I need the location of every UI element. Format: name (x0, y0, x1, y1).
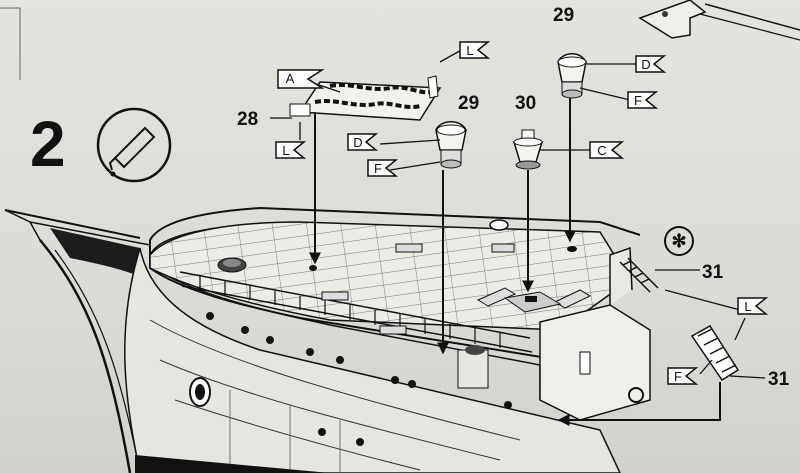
flag-label-c: C (597, 143, 607, 158)
deck-fittings (217, 219, 651, 421)
bollard-part (512, 129, 544, 170)
part-number-31-lower: 31 (768, 369, 790, 390)
previous-step-detail (638, 0, 800, 41)
flag-c (589, 141, 625, 159)
flag-d-right (635, 55, 667, 73)
flag-l-ladder (737, 297, 769, 315)
part-number-30: 30 (515, 93, 537, 114)
glue-tube-icon (96, 107, 172, 183)
flag-f-right (627, 91, 659, 109)
main-deck (149, 221, 632, 331)
flag-d-left (347, 133, 379, 151)
rack-part (289, 75, 442, 121)
part-number-29-left: 29 (458, 93, 480, 114)
ladder-on-ship (619, 257, 659, 293)
ship-hull (4, 209, 621, 473)
flag-l-rack (459, 41, 491, 59)
ventilator-part-right (557, 53, 587, 99)
portholes (206, 312, 512, 446)
flag-label-l-ladder: L (744, 299, 752, 314)
asterisk-icon: ✻ (664, 226, 694, 256)
flag-f-ladder (667, 367, 699, 385)
flag-label-f-left: F (374, 161, 382, 176)
placement-arrows (309, 98, 721, 426)
deck-railing (179, 271, 533, 353)
part-number-31-upper: 31 (702, 262, 724, 283)
flag-tags (275, 41, 769, 385)
ventilator-part-left (435, 121, 467, 169)
flag-label-a: A (285, 71, 295, 86)
step-number: 2 (30, 108, 66, 180)
part-number-28: 28 (237, 109, 259, 130)
flag-f-left (367, 159, 399, 177)
flag-l-glue (275, 141, 307, 159)
part-number-29-right: 29 (553, 5, 575, 26)
flag-label-f-ladder: F (674, 369, 682, 384)
flag-label-f-right: F (634, 93, 642, 108)
flag-label-d-left: D (353, 135, 363, 150)
ladder-part (690, 325, 740, 382)
flag-a (277, 69, 325, 89)
flag-label-d-right: D (641, 57, 651, 72)
leader-lines (270, 47, 766, 379)
flag-label-l-glue: L (282, 143, 290, 158)
frame-line (0, 7, 21, 80)
flag-label-l-rack: L (466, 43, 474, 58)
